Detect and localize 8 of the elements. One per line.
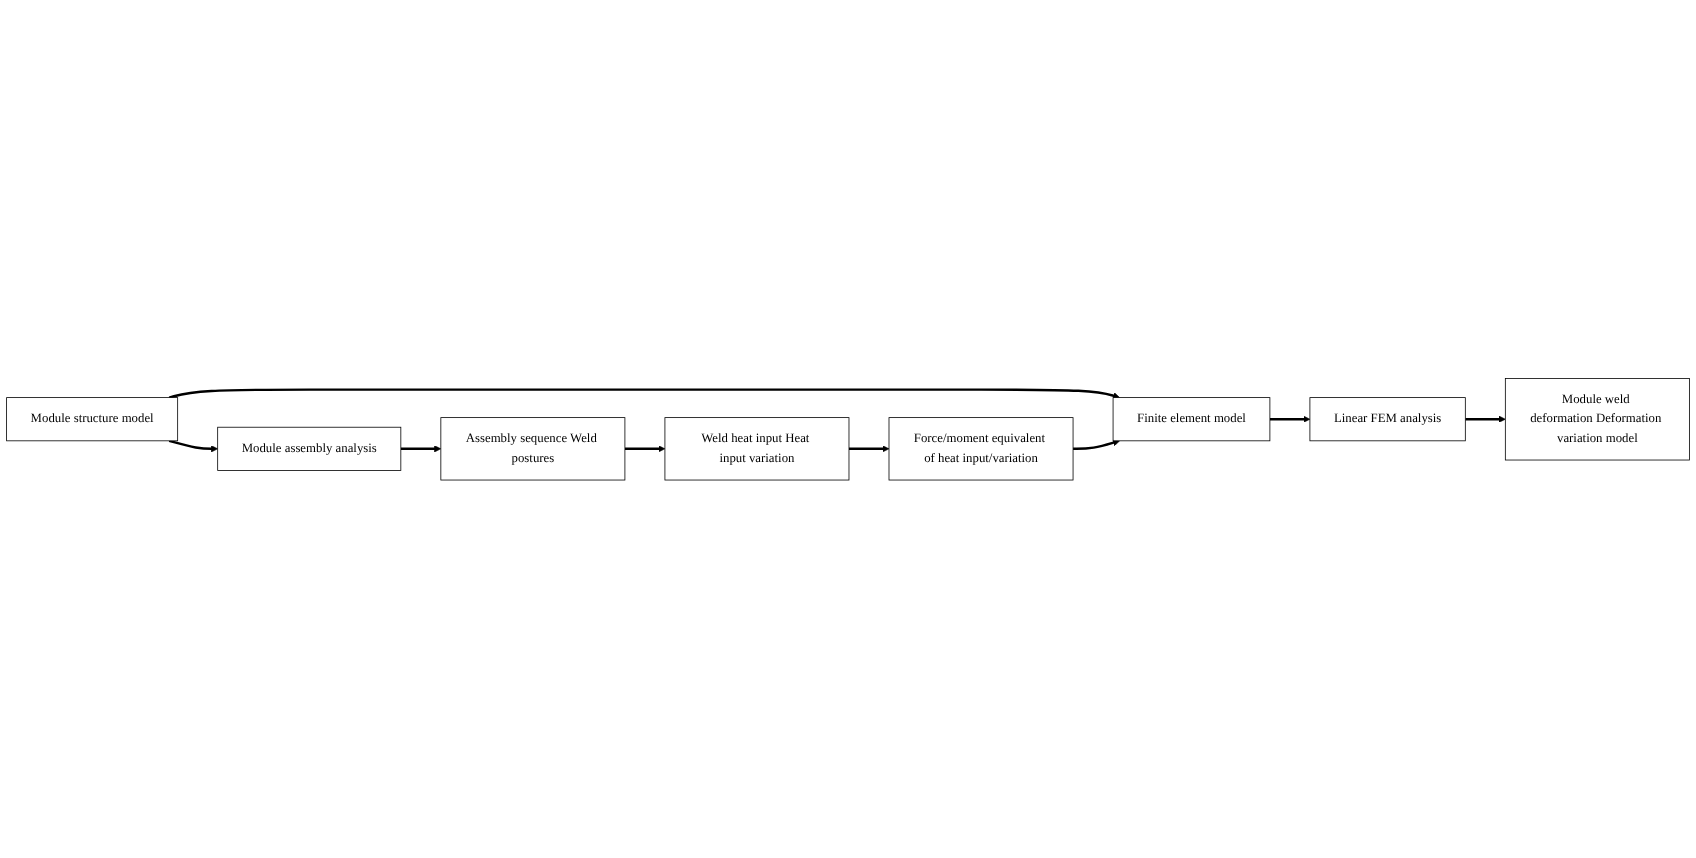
arrow	[168, 388, 1120, 399]
arrow	[1269, 415, 1311, 423]
arrow	[624, 445, 666, 453]
arrow	[168, 439, 218, 453]
arrow	[400, 445, 442, 453]
arrow	[1073, 439, 1120, 450]
arrow	[1465, 415, 1506, 423]
arrow	[849, 445, 890, 453]
